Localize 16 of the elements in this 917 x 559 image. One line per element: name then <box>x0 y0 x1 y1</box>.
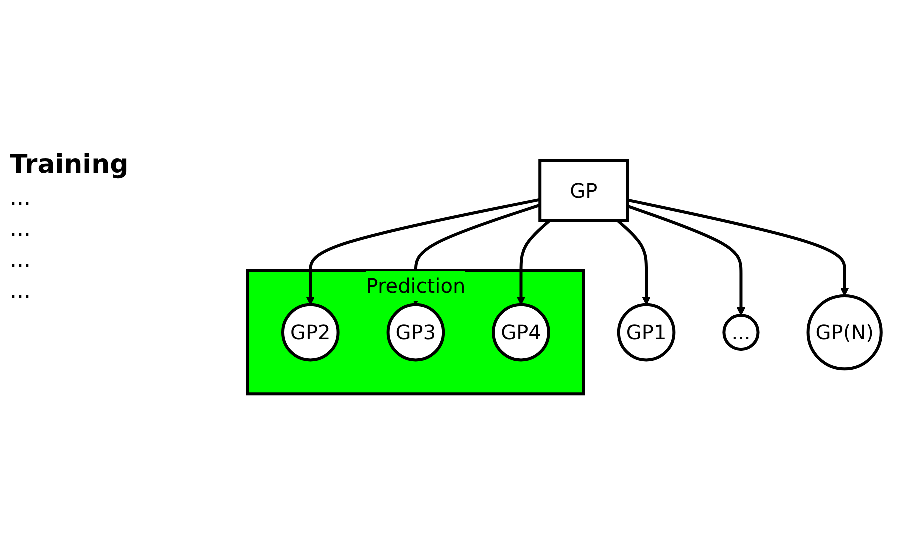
arrow <box>517 220 551 306</box>
node-circle: GP(N) <box>807 294 884 371</box>
label-text: Training <box>10 150 130 180</box>
arrow <box>627 204 746 316</box>
arrow <box>617 220 652 306</box>
node-circle: GP3 <box>387 303 446 362</box>
node-circle: ... <box>722 314 760 352</box>
ellipsis-text: ... <box>10 217 32 242</box>
node-circle: GP4 <box>492 303 551 362</box>
ellipsis-text: ... <box>10 279 32 304</box>
ellipsis-text: ... <box>10 248 32 273</box>
node-box: GP <box>538 159 630 222</box>
ellipsis-text: ... <box>10 186 32 211</box>
node-circle: GP2 <box>282 303 340 362</box>
node-circle: GP1 <box>618 303 676 362</box>
arrow <box>628 198 850 296</box>
